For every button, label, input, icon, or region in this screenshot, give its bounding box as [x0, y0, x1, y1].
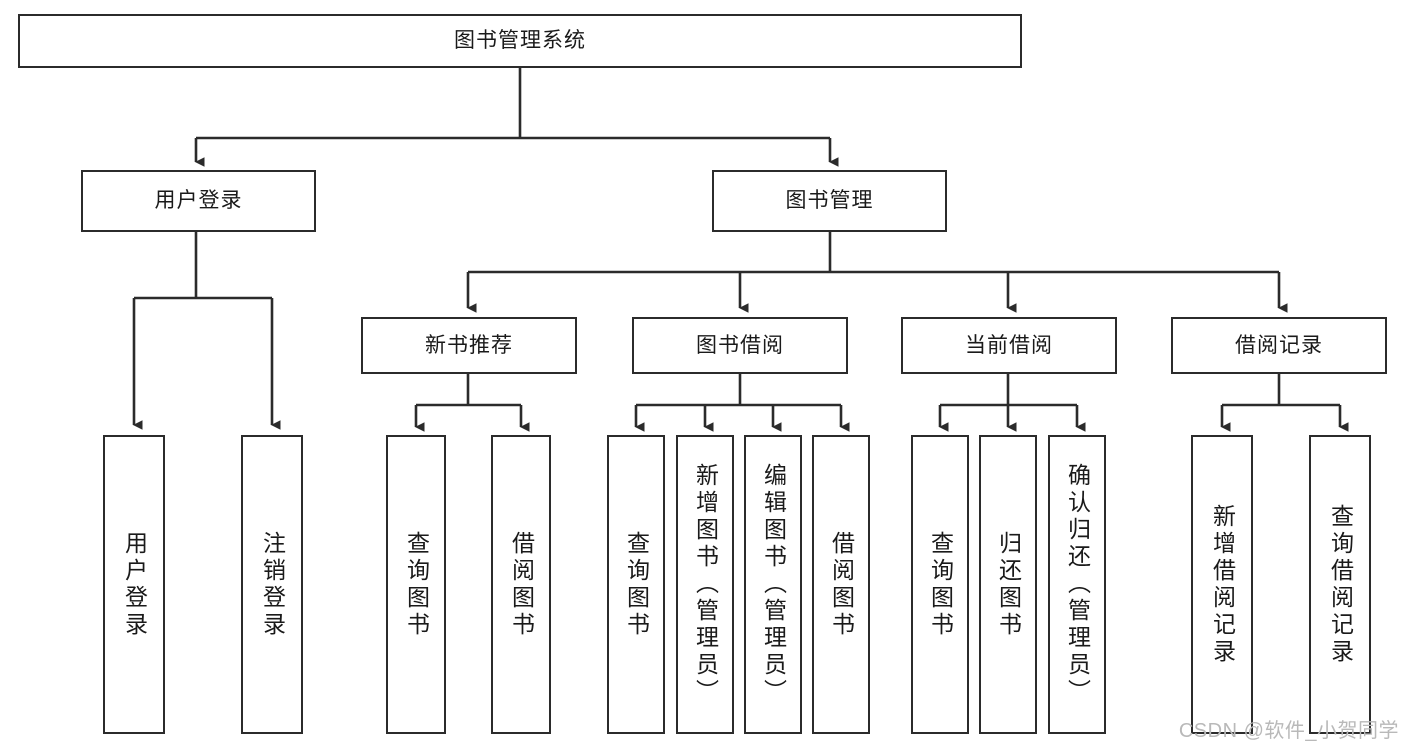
leaf-confirm-return-admin[interactable]: 确认归还（管理员）	[1048, 435, 1106, 734]
leaf-borrow-book-new-label: 借阅图书	[508, 530, 535, 639]
leaf-borrow-book[interactable]: 借阅图书	[812, 435, 870, 734]
leaf-add-borrow-record-label: 新增借阅记录	[1209, 503, 1236, 666]
leaf-edit-book-admin-label: 编辑图书（管理员）	[760, 463, 787, 706]
leaf-add-book-admin[interactable]: 新增图书（管理员）	[676, 435, 734, 734]
leaf-query-book-new-label: 查询图书	[403, 530, 430, 639]
node-book-borrow-label: 图书借阅	[696, 333, 784, 357]
leaf-confirm-return-admin-label: 确认归还（管理员）	[1064, 463, 1091, 706]
node-current-borrow-label: 当前借阅	[965, 333, 1053, 357]
leaf-add-book-admin-label: 新增图书（管理员）	[692, 463, 719, 706]
node-current-borrow[interactable]: 当前借阅	[901, 317, 1117, 374]
node-book-borrow[interactable]: 图书借阅	[632, 317, 848, 374]
node-borrow-record-label: 借阅记录	[1235, 333, 1323, 357]
leaf-logout-label: 注销登录	[259, 530, 286, 639]
node-root[interactable]: 图书管理系统	[18, 14, 1022, 68]
node-user-login[interactable]: 用户登录	[81, 170, 316, 232]
leaf-user-login-label: 用户登录	[121, 530, 148, 639]
leaf-user-login[interactable]: 用户登录	[103, 435, 165, 734]
leaf-query-book-new[interactable]: 查询图书	[386, 435, 446, 734]
leaf-borrow-book-new[interactable]: 借阅图书	[491, 435, 551, 734]
node-book-management-label: 图书管理	[785, 189, 874, 213]
leaf-query-book-current-label: 查询图书	[927, 530, 954, 639]
leaf-query-borrow-record[interactable]: 查询借阅记录	[1309, 435, 1371, 734]
leaf-query-borrow-record-label: 查询借阅记录	[1327, 503, 1354, 666]
leaf-add-borrow-record[interactable]: 新增借阅记录	[1191, 435, 1253, 734]
leaf-query-book-current[interactable]: 查询图书	[911, 435, 969, 734]
leaf-edit-book-admin[interactable]: 编辑图书（管理员）	[744, 435, 802, 734]
leaf-logout[interactable]: 注销登录	[241, 435, 303, 734]
node-book-management[interactable]: 图书管理	[712, 170, 947, 232]
leaf-query-book-borrow[interactable]: 查询图书	[607, 435, 665, 734]
leaf-return-book-label: 归还图书	[995, 530, 1022, 639]
leaf-borrow-book-label: 借阅图书	[828, 530, 855, 639]
leaf-query-book-borrow-label: 查询图书	[623, 530, 650, 639]
node-new-book-recommend[interactable]: 新书推荐	[361, 317, 577, 374]
node-borrow-record[interactable]: 借阅记录	[1171, 317, 1387, 374]
node-user-login-label: 用户登录	[154, 189, 243, 213]
node-root-label: 图书管理系统	[454, 29, 586, 53]
leaf-return-book[interactable]: 归还图书	[979, 435, 1037, 734]
node-new-book-recommend-label: 新书推荐	[425, 333, 513, 357]
